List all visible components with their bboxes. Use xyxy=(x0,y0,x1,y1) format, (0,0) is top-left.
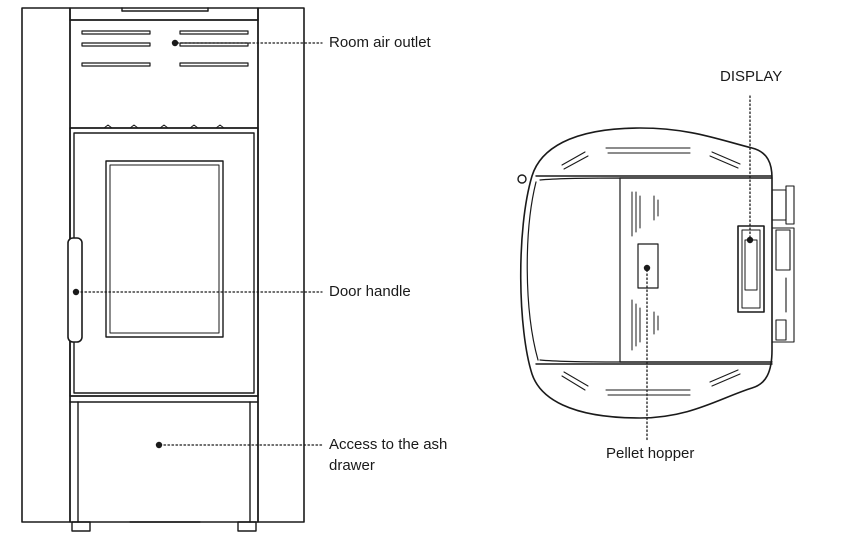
display-panel xyxy=(737,225,765,313)
room-air-outlet-dot xyxy=(171,39,179,47)
door-glass xyxy=(105,160,224,338)
ash-drawer-label-line1: Access to the ash xyxy=(329,436,448,453)
top-view xyxy=(517,127,795,419)
upper-panel xyxy=(69,19,259,129)
front-callouts xyxy=(76,42,323,446)
ash-drawer-dot xyxy=(155,441,163,449)
pellet-hopper-dot xyxy=(643,264,651,272)
front-knob xyxy=(517,174,527,184)
top-view-outline xyxy=(519,127,773,419)
right-foot xyxy=(237,521,257,532)
top-cap xyxy=(69,7,259,21)
display-dot xyxy=(746,236,754,244)
rear-components xyxy=(771,185,795,343)
left-foot xyxy=(71,521,91,532)
door-frame xyxy=(69,127,259,397)
display-label: DISPLAY xyxy=(720,68,783,85)
room-air-outlet-vents xyxy=(81,30,249,67)
pellet-hopper-lid xyxy=(637,243,659,289)
pellet-hopper-label: Pellet hopper xyxy=(606,445,695,462)
ash-drawer-panel xyxy=(69,395,259,523)
ash-drawer-label-line2: drawer xyxy=(329,457,375,474)
front-view xyxy=(21,7,305,532)
top-callouts xyxy=(646,95,751,441)
left-side-panel xyxy=(21,7,71,523)
door-handle-label: Door handle xyxy=(329,283,411,300)
door xyxy=(73,132,255,394)
room-air-outlet-label: Room air outlet xyxy=(329,34,431,51)
door-handle-dot xyxy=(72,288,80,296)
top-vents xyxy=(561,147,741,396)
